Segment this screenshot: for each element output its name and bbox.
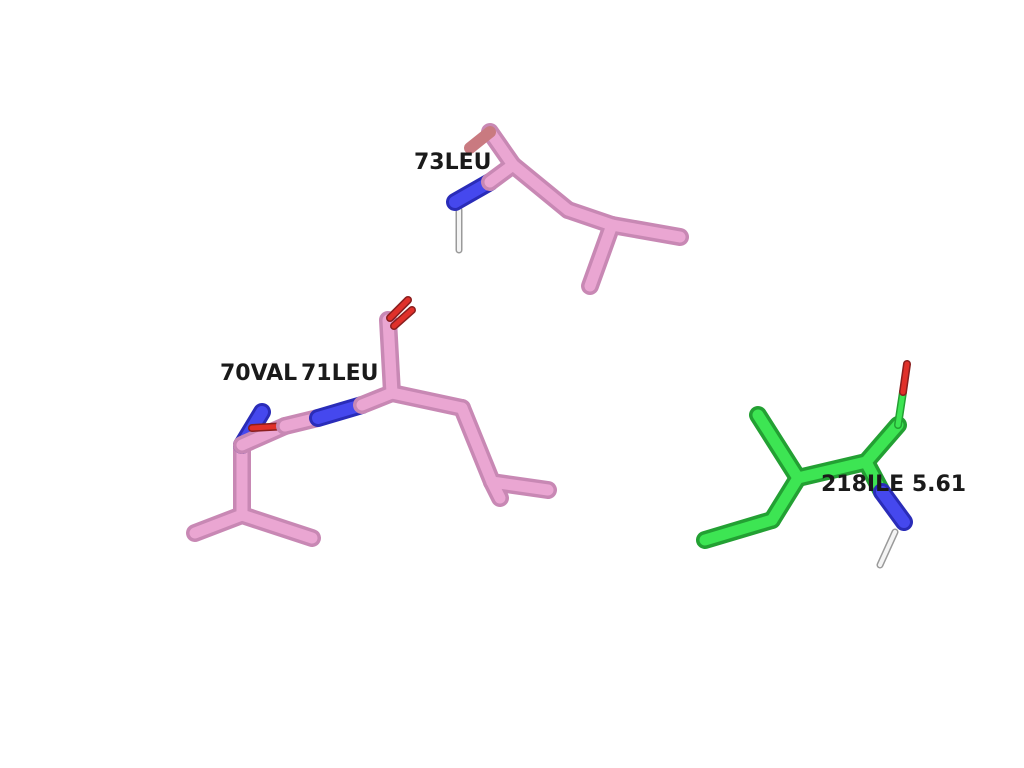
residue-70-val-71-leu: [186, 296, 557, 547]
residue-218-ile: [696, 360, 913, 569]
label-73-leu: 73LEU: [414, 150, 492, 175]
label-71-leu: 71LEU: [301, 361, 379, 386]
label-218-ile: 218ILE 5.61: [821, 472, 966, 497]
label-70-val: 70VAL: [220, 361, 297, 386]
residue-73-leu: [446, 123, 689, 295]
